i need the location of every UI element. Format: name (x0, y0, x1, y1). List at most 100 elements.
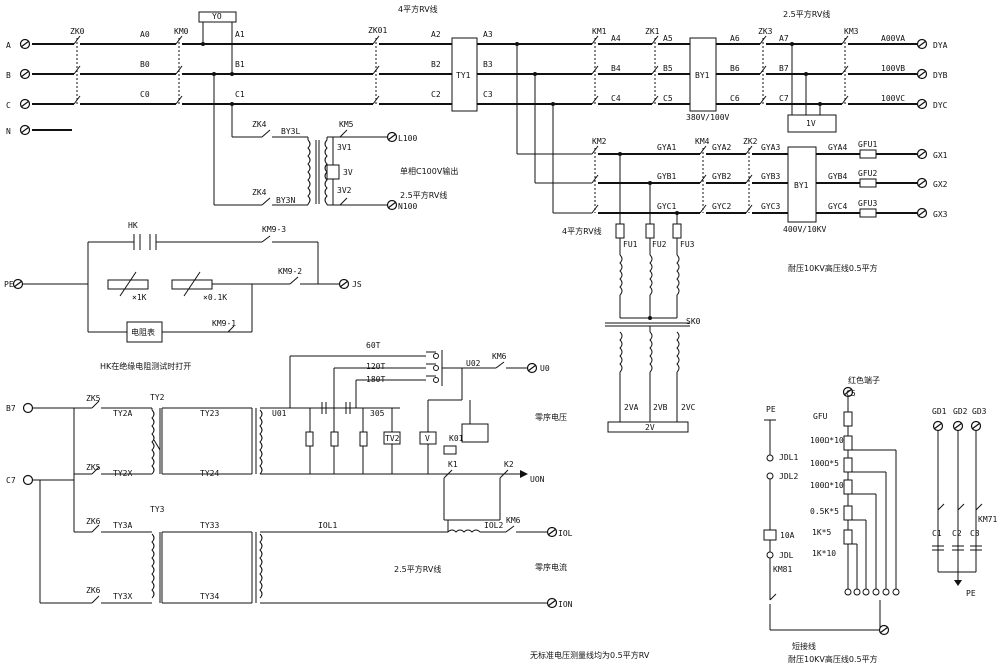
lbl-c7-term: C7 (6, 476, 16, 485)
terminals (12, 38, 982, 636)
lbl-60t: 60T (366, 341, 381, 350)
lbl-fu3: FU3 (680, 240, 695, 249)
lbl-uon: UON (530, 475, 545, 484)
terminal-gd1-icon[interactable] (932, 420, 944, 432)
lbl-b2: B2 (431, 60, 441, 69)
insulation-test-circuit (22, 234, 340, 343)
lbl-2va: 2VA (624, 403, 639, 412)
terminal-r1-icon[interactable] (844, 588, 852, 596)
lbl-b: B (6, 71, 11, 80)
lbl-gya4: GYA4 (828, 143, 847, 152)
terminal-ion-icon[interactable] (546, 597, 558, 609)
lbl-short: 短接线 (792, 641, 816, 651)
terminal-b-icon[interactable] (19, 68, 31, 80)
lbl-km6a: KM6 (492, 352, 507, 361)
lbl-2v: 2V (645, 423, 655, 432)
lbl-a4: A4 (611, 34, 621, 43)
lbl-jdl1: JDL1 (779, 453, 798, 462)
lbl-yo: YO (212, 12, 222, 21)
lbl-25rv-mid: 2.5平方RV线 (400, 190, 447, 200)
lbl-r100x5: 100Ω*5 (810, 459, 839, 468)
lbl-ty23: TY23 (200, 409, 219, 418)
lbl-c7: C7 (779, 94, 789, 103)
lbl-ty2x: TY2X (113, 469, 132, 478)
terminal-dyb-icon[interactable] (916, 68, 928, 80)
lbl-iol: IOL (558, 529, 573, 538)
lbl-gfu1: GFU1 (858, 140, 877, 149)
lbl-pe2: PE (766, 405, 776, 414)
terminal-pe-icon[interactable] (12, 278, 24, 290)
lbl-by3n: BY3N (276, 196, 295, 205)
terminal-a-icon[interactable] (19, 38, 31, 50)
lbl-gfu3: GFU3 (858, 199, 877, 208)
terminal-c-icon[interactable] (19, 98, 31, 110)
terminal-b7-icon[interactable] (22, 402, 34, 414)
lbl-km4: KM4 (695, 137, 710, 146)
lbl-c1: C1 (235, 90, 245, 99)
terminal-l100-icon[interactable] (386, 131, 398, 143)
lbl-10a: 10A (780, 531, 795, 540)
lbl-zk6b: ZK6 (86, 586, 101, 595)
resistor-ladder-section (763, 396, 983, 631)
terminal-r3-icon[interactable] (862, 588, 870, 596)
lbl-a: A (6, 41, 11, 50)
lbl-a6: A6 (730, 34, 740, 43)
lbl-c6: C6 (730, 94, 740, 103)
lbl-b6: B6 (730, 64, 740, 73)
lbl-c3: C3 (483, 90, 493, 99)
lbl-resbox: 电阻表 (131, 327, 155, 337)
lbl-ty1: TY1 (456, 71, 471, 80)
terminal-n-icon[interactable] (19, 124, 31, 136)
lbl-25rv-low: 2.5平方RV线 (394, 564, 441, 574)
lbl-3v1: 3V1 (337, 143, 352, 152)
terminal-short-icon[interactable] (878, 624, 890, 636)
lbl-c4: C4 (611, 94, 621, 103)
gx-output-wiring (515, 42, 918, 433)
lbl-pe3: PE (966, 589, 976, 598)
lbl-pe: PE (4, 280, 14, 289)
lbl-km81: KM81 (773, 565, 792, 574)
lbl-ty24: TY24 (200, 469, 219, 478)
lbl-by1-low: BY1 (794, 181, 809, 190)
lbl-iol2: IOL2 (484, 521, 503, 530)
terminal-c7-icon[interactable] (22, 474, 34, 486)
lbl-zk0: ZK0 (70, 27, 85, 36)
lbl-gyb3: GYB3 (761, 172, 780, 181)
terminal-js-icon[interactable] (338, 278, 350, 290)
lbl-380v: 380V/100V (686, 113, 730, 122)
lbl-zk4b: ZK4 (252, 188, 267, 197)
lbl-zk5b: ZK5 (86, 463, 101, 472)
terminal-r6-icon[interactable] (892, 588, 900, 596)
lbl-r1kx5: 1K*5 (812, 528, 831, 537)
terminal-r4-icon[interactable] (872, 588, 880, 596)
terminal-r5-icon[interactable] (882, 588, 890, 596)
lbl-js: JS (352, 280, 362, 289)
terminal-dyc-icon[interactable] (916, 98, 928, 110)
lbl-gyb4: GYB4 (828, 172, 847, 181)
lbl-hv-wire2: 耐压10KV高压线0.5平方 (788, 654, 878, 664)
terminal-dya-icon[interactable] (916, 38, 928, 50)
lbl-iol1: IOL1 (318, 521, 337, 530)
lbl-ty3: TY3 (150, 505, 165, 514)
terminal-n100-icon[interactable] (386, 199, 398, 211)
lbl-100vc: 100VC (881, 94, 905, 103)
lbl-100vb: 100VB (881, 64, 905, 73)
lbl-c3cap: C3 (970, 529, 980, 538)
lbl-hv-wire: 耐压10KV高压线0.5平方 (788, 263, 878, 273)
terminal-gx2-icon[interactable] (916, 177, 928, 189)
lbl-zk3: ZK3 (758, 27, 773, 36)
lbl-zero-v: 零序电压 (535, 412, 567, 422)
terminal-gd2-icon[interactable] (952, 420, 964, 432)
lbl-ty2a: TY2A (113, 409, 132, 418)
terminal-u0-icon[interactable] (526, 362, 538, 374)
terminal-gx3-icon[interactable] (916, 207, 928, 219)
terminal-gx1-icon[interactable] (916, 148, 928, 160)
terminal-gd3-icon[interactable] (970, 420, 982, 432)
lbl-by1-top: BY1 (695, 71, 710, 80)
terminal-r2-icon[interactable] (853, 588, 861, 596)
terminal-iol-icon[interactable] (546, 526, 558, 538)
lbl-x01k: ×0.1K (203, 293, 227, 302)
lbl-zk01: ZK01 (368, 26, 387, 35)
lbl-r100x10a: 100Ω*10 (810, 436, 844, 445)
